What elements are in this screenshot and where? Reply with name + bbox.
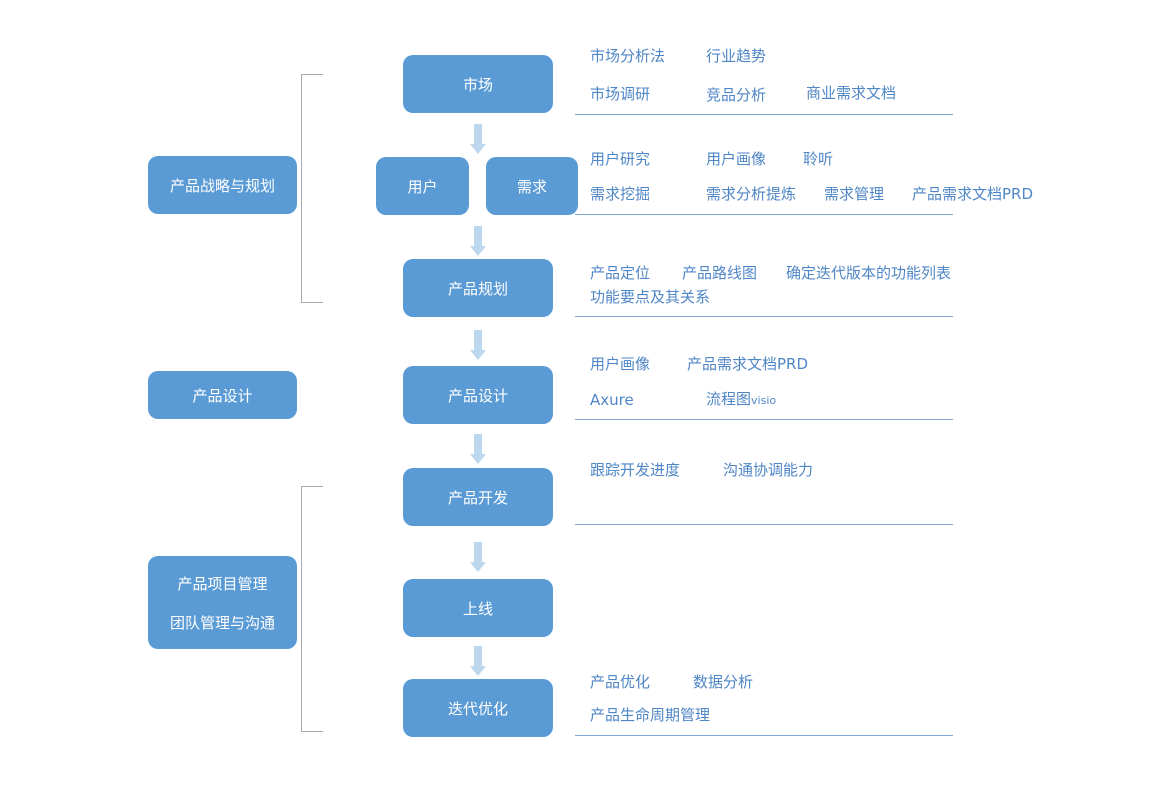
separator-line bbox=[575, 316, 953, 317]
note-user-demand: 聆听 bbox=[803, 150, 834, 168]
category-project-label: 产品项目管理 bbox=[177, 574, 268, 593]
flow-design-label: 产品设计 bbox=[447, 386, 508, 405]
note-user-demand: 用户研究 bbox=[590, 150, 651, 168]
category-design-box: 产品设计 bbox=[148, 371, 297, 419]
flow-planning-box: 产品规划 bbox=[403, 259, 553, 317]
flow-demand-box: 需求 bbox=[486, 157, 578, 215]
flow-market-label: 市场 bbox=[462, 75, 493, 94]
separator-line bbox=[575, 214, 953, 215]
note-development: 沟通协调能力 bbox=[723, 461, 814, 479]
note-user-demand: 用户画像 bbox=[706, 150, 767, 168]
flow-development-box: 产品开发 bbox=[403, 468, 553, 526]
note-iteration: 产品优化 bbox=[590, 673, 651, 691]
category-strategy-label: 产品战略与规划 bbox=[169, 176, 275, 195]
note-planning: 产品定位 bbox=[590, 264, 651, 282]
note-market: 市场分析法 bbox=[590, 47, 666, 65]
separator-line bbox=[575, 419, 953, 420]
note-planning: 功能要点及其关系 bbox=[590, 288, 711, 306]
down-arrow-icon bbox=[470, 330, 486, 360]
flow-demand-label: 需求 bbox=[516, 177, 547, 196]
down-arrow-icon bbox=[470, 542, 486, 572]
down-arrow-icon bbox=[470, 226, 486, 256]
note-design: Axure bbox=[590, 391, 634, 409]
flow-user-label: 用户 bbox=[407, 177, 438, 196]
down-arrow-icon bbox=[470, 124, 486, 154]
brace-project bbox=[301, 486, 323, 732]
note-user-demand: 需求挖掘 bbox=[590, 185, 651, 203]
flow-planning-label: 产品规划 bbox=[447, 279, 508, 298]
separator-line bbox=[575, 524, 953, 525]
note-planning: 确定迭代版本的功能列表 bbox=[786, 264, 952, 282]
separator-line bbox=[575, 735, 953, 736]
flow-design-box: 产品设计 bbox=[403, 366, 553, 424]
note-market: 市场调研 bbox=[590, 85, 651, 103]
flow-launch-label: 上线 bbox=[462, 599, 493, 618]
note-market: 竞品分析 bbox=[706, 86, 767, 104]
flow-launch-box: 上线 bbox=[403, 579, 553, 637]
note-user-demand: 产品需求文档PRD bbox=[912, 185, 1034, 203]
note-market: 商业需求文档 bbox=[806, 84, 897, 102]
flow-iteration-label: 迭代优化 bbox=[447, 699, 508, 718]
note-iteration: 产品生命周期管理 bbox=[590, 706, 711, 724]
note-design-small: visio bbox=[751, 394, 777, 407]
note-design: 用户画像 bbox=[590, 355, 651, 373]
category-team-label: 团队管理与沟通 bbox=[169, 613, 275, 632]
note-planning: 产品路线图 bbox=[682, 264, 758, 282]
flow-iteration-box: 迭代优化 bbox=[403, 679, 553, 737]
separator-line bbox=[575, 114, 953, 115]
flow-development-label: 产品开发 bbox=[447, 488, 508, 507]
flow-user-box: 用户 bbox=[376, 157, 469, 215]
flow-market-box: 市场 bbox=[403, 55, 553, 113]
note-design-flowchart: 流程图visio bbox=[706, 390, 776, 410]
category-strategy-box: 产品战略与规划 bbox=[148, 156, 297, 214]
category-design-label: 产品设计 bbox=[192, 386, 253, 405]
brace-strategy bbox=[301, 74, 323, 303]
note-market: 行业趋势 bbox=[706, 47, 767, 65]
note-design: 产品需求文档PRD bbox=[687, 355, 809, 373]
note-iteration: 数据分析 bbox=[693, 673, 754, 691]
note-design: 流程图 bbox=[706, 390, 752, 408]
note-user-demand: 需求分析提炼 bbox=[706, 185, 797, 203]
note-development: 跟踪开发进度 bbox=[590, 461, 681, 479]
down-arrow-icon bbox=[470, 646, 486, 676]
down-arrow-icon bbox=[470, 434, 486, 464]
category-project-box: 产品项目管理 团队管理与沟通 bbox=[148, 556, 297, 649]
note-user-demand: 需求管理 bbox=[824, 185, 885, 203]
